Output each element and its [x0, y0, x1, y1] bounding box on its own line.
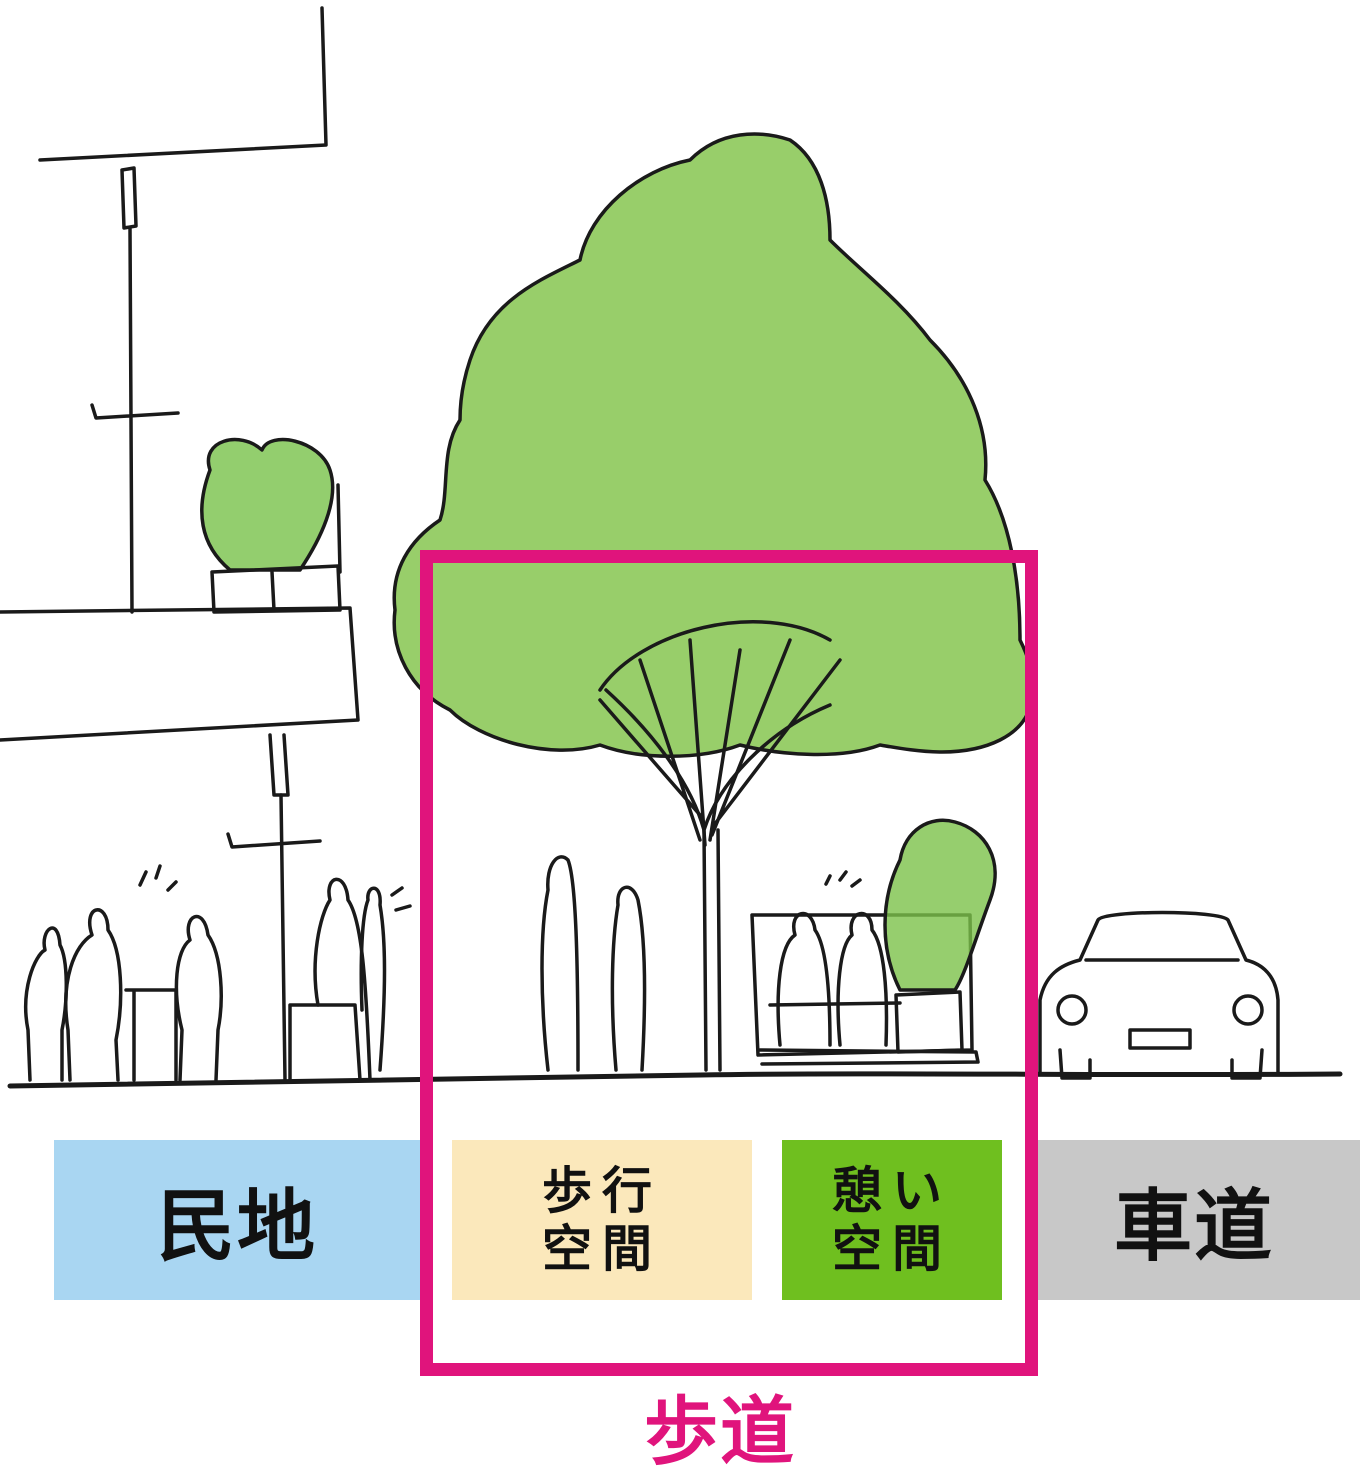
car-icon [1038, 910, 1280, 1080]
zone-walking-space: 歩行 空間 [452, 1140, 752, 1300]
zone-private-land-label: 民地 [156, 1182, 317, 1272]
planter-icon [200, 437, 342, 614]
zone-roadway: 車道 [1028, 1140, 1360, 1300]
building-icon [0, 6, 360, 1082]
ground-line [7, 1071, 1343, 1089]
zone-private-land: 民地 [54, 1140, 420, 1300]
shrub-icon [883, 818, 997, 1054]
cafe-people-icon [23, 864, 412, 1082]
sidewalk-frame [420, 550, 1038, 1376]
zone-rest-space: 憩い 空間 [782, 1140, 1002, 1300]
street-tree-icon [392, 132, 1035, 1072]
sidewalk-label: 歩道 [644, 1389, 796, 1475]
zone-rest-space-label: 憩い 空間 [832, 1162, 952, 1278]
zone-roadway-label: 車道 [1113, 1182, 1274, 1272]
zone-walking-space-label: 歩行 空間 [542, 1162, 662, 1278]
pedestrians-icon [540, 855, 647, 1072]
